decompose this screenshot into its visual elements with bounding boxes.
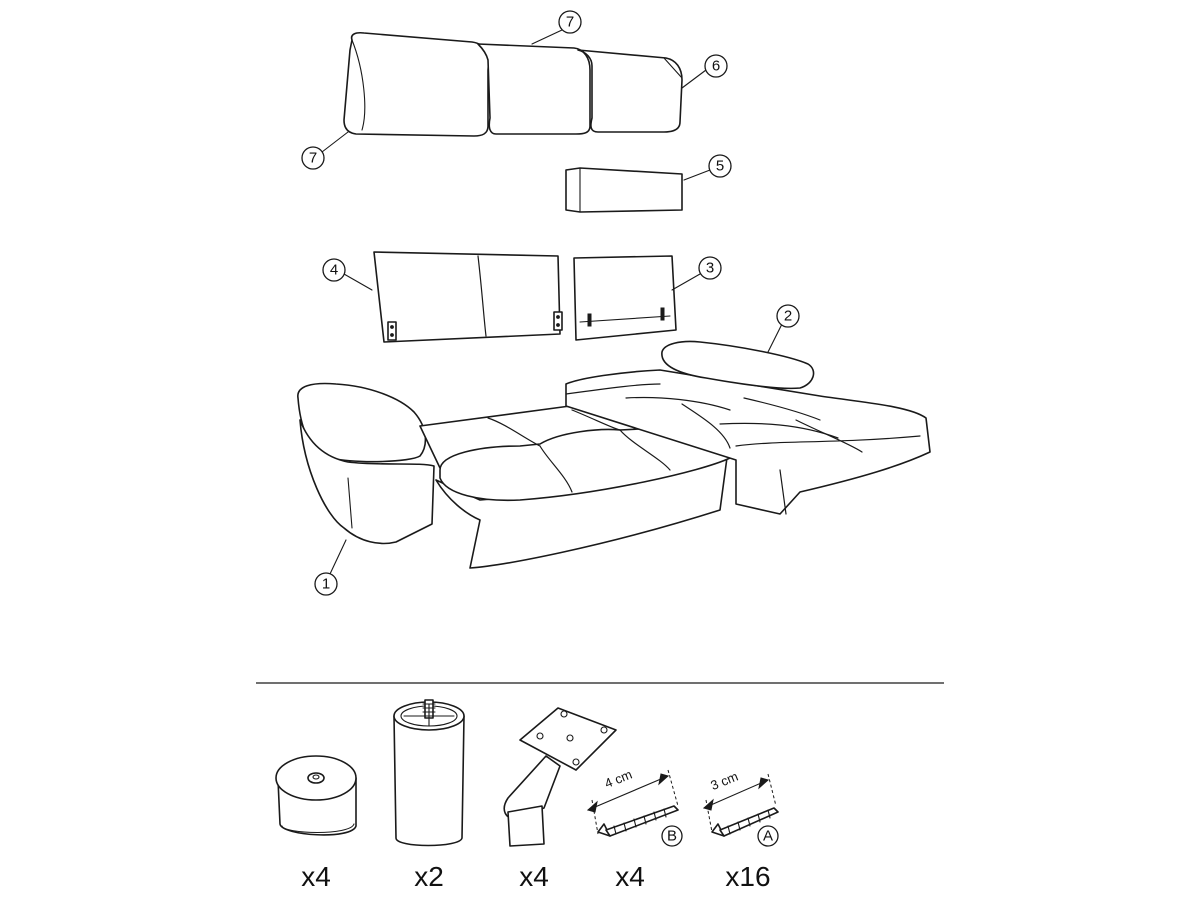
screw-b-length: 4 cm (602, 767, 634, 791)
callout-6: 6 (681, 54, 728, 89)
svg-text:4: 4 (330, 262, 338, 279)
back-panel-double (373, 251, 563, 343)
svg-text:A: A (763, 828, 773, 845)
round-foot (275, 755, 357, 836)
cylinder-foot (393, 699, 465, 847)
callout-2: 2 (767, 304, 800, 353)
bolster-block (565, 167, 683, 213)
screw-a-quantity: x16 (725, 861, 770, 892)
callout-5: 5 (683, 154, 732, 181)
screw-a (702, 773, 779, 837)
screw-b (586, 769, 679, 837)
screw-a-length: 3 cm (708, 769, 740, 793)
angled-foot-quantity: x4 (519, 861, 549, 892)
angled-foot (503, 707, 617, 847)
screw-b-badge: B (661, 825, 683, 847)
callout-7-top: 7 (531, 10, 582, 45)
cylinder-foot-quantity: x2 (414, 861, 444, 892)
screw-b-quantity: x4 (615, 861, 645, 892)
callout-1: 1 (314, 539, 347, 596)
svg-text:5: 5 (716, 158, 724, 175)
svg-text:6: 6 (712, 58, 720, 75)
headrest-cushion-set (343, 31, 683, 137)
svg-text:2: 2 (784, 308, 792, 325)
round-foot-quantity: x4 (301, 861, 331, 892)
callout-3: 3 (671, 256, 722, 291)
sofa-chaise-section (565, 340, 931, 515)
screw-a-badge: A (757, 825, 779, 847)
callout-4: 4 (322, 258, 373, 291)
svg-text:7: 7 (566, 14, 574, 31)
svg-text:B: B (667, 828, 677, 845)
svg-text:1: 1 (322, 576, 330, 593)
svg-text:7: 7 (309, 150, 317, 167)
callout-7-left: 7 (301, 131, 349, 170)
svg-text:3: 3 (706, 260, 714, 277)
back-panel-single (573, 255, 677, 341)
